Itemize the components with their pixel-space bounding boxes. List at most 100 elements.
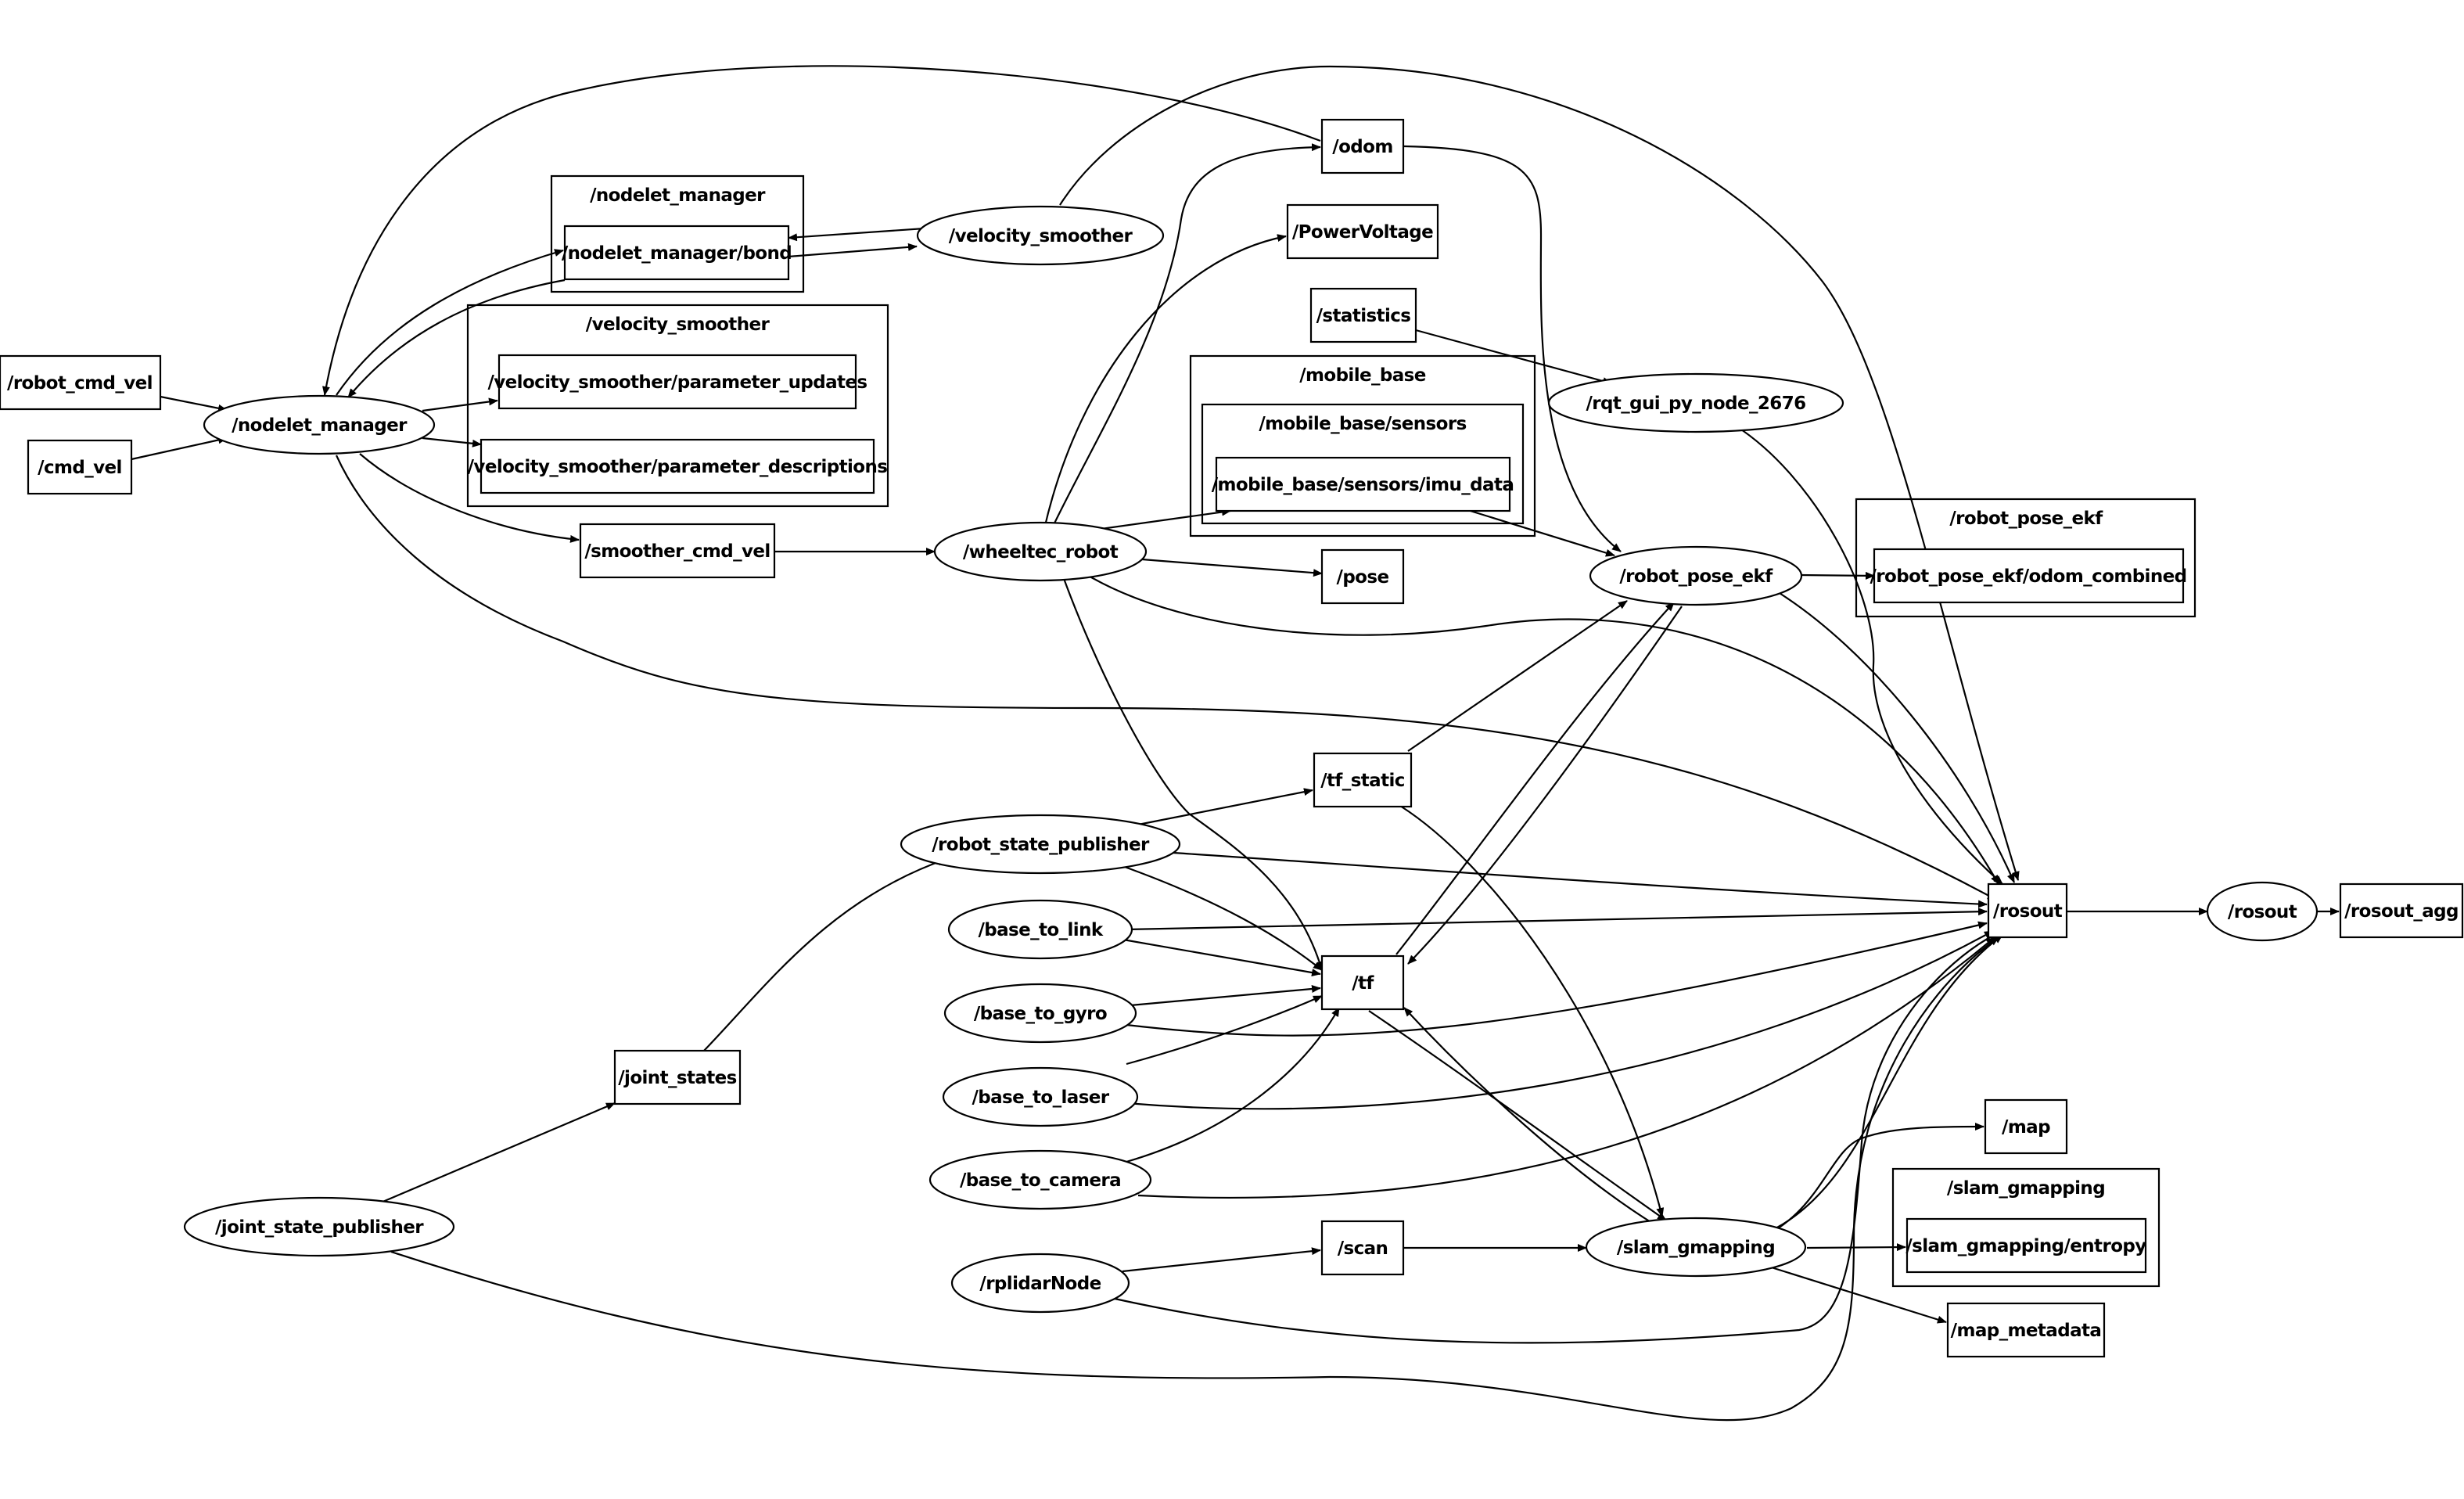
topic-rosout[interactable]: /rosout (1987, 883, 2068, 939)
edge-bond-to-velocity-smoother (788, 243, 918, 258)
edge-tf-static-to-robot-pose-ekf (1407, 600, 1628, 752)
node-rplidar-node[interactable]: /rplidarNode (950, 1253, 1130, 1314)
edge-base-to-camera-to-tf (1126, 1007, 1340, 1163)
edge-robot-state-publisher-to-rosout (1173, 851, 1988, 908)
node-rqt-gui-py-node[interactable]: /rqt_gui_py_node_2676 (1547, 372, 1844, 433)
node-base-to-laser[interactable]: /base_to_laser (942, 1066, 1139, 1127)
edge-robot-pose-ekf-to-odom-combined (1798, 571, 1875, 580)
edge-base-to-link-to-tf (1118, 937, 1321, 977)
cluster-velocity-smoother: /velocity_smoother (466, 304, 889, 508)
edge-tf-to-robot-pose-ekf (1395, 602, 1675, 955)
node-nodelet-manager-label: /nodelet_manager (232, 415, 408, 436)
node-rosout-label: /rosout (2228, 902, 2297, 922)
topic-tf-static-label: /tf_static (1320, 771, 1405, 791)
node-base-to-link-label: /base_to_link (978, 920, 1103, 940)
cluster-velocity-smoother-label: /velocity_smoother (586, 315, 770, 335)
node-robot-pose-ekf[interactable]: /robot_pose_ekf (1589, 545, 1803, 606)
edge-wheeltec-robot-to-powervoltage (1043, 234, 1287, 530)
edge-nodelet-manager-to-parameter-descriptions (422, 437, 482, 448)
node-nodelet-manager[interactable]: /nodelet_manager (203, 394, 436, 455)
edge-velocity-smoother-to-bond (788, 227, 925, 242)
node-velocity-smoother-label: /velocity_smoother (949, 226, 1133, 246)
node-velocity-smoother[interactable]: /velocity_smoother (916, 205, 1165, 266)
cluster-robot-pose-ekf: /robot_pose_ekf (1855, 498, 2196, 618)
edge-tf-to-slam-gmapping (1368, 1010, 1667, 1221)
cluster-nodelet-manager: /nodelet_manager (550, 174, 805, 293)
topic-slam-gmapping-entropy[interactable]: /slam_gmapping/entropy (1905, 1217, 2147, 1274)
node-base-to-gyro[interactable]: /base_to_gyro (943, 983, 1137, 1044)
node-joint-state-publisher[interactable]: /joint_state_publisher (183, 1196, 455, 1257)
topic-tf[interactable]: /tf (1320, 954, 1405, 1011)
edge-wheeltec-robot-to-rosout (1087, 574, 1999, 885)
edge-slam-gmapping-to-tf (1403, 1007, 1655, 1225)
edge-rplidar-node-to-rosout (1114, 932, 1999, 1344)
edge-wheeltec-robot-to-odom (1051, 143, 1321, 529)
edge-robot-pose-ekf-to-tf (1407, 606, 1683, 965)
topic-odom-combined-label: /robot_pose_ekf/odom_combined (1870, 566, 2187, 587)
topic-statistics-label: /statistics (1316, 306, 1411, 326)
edge-bond-to-nodelet-manager (347, 279, 566, 398)
edge-robot-pose-ekf-to-rosout (1775, 590, 2016, 883)
edge-wheeltec-robot-to-tf (1061, 573, 1324, 971)
topic-scan-label: /scan (1338, 1238, 1388, 1259)
topic-tf-static[interactable]: /tf_static (1313, 752, 1413, 808)
topic-powervoltage-label: /PowerVoltage (1292, 222, 1433, 243)
node-base-to-gyro-label: /base_to_gyro (974, 1004, 1107, 1024)
edge-rqt-to-rosout (1736, 426, 2003, 885)
edge-base-to-camera-to-rosout (1137, 936, 1995, 1199)
topic-map-metadata[interactable]: /map_metadata (1946, 1302, 2106, 1358)
edge-base-to-laser-to-tf (1126, 994, 1323, 1066)
topic-statistics[interactable]: /statistics (1309, 287, 1417, 343)
topic-scan[interactable]: /scan (1320, 1220, 1405, 1276)
edge-slam-gmapping-to-rosout (1775, 934, 2003, 1229)
edge-imu-data-to-robot-pose-ekf (1462, 507, 1615, 557)
node-rqt-gui-py-node-label: /rqt_gui_py_node_2676 (1586, 394, 1805, 414)
edge-slam-gmapping-to-map-metadata (1763, 1264, 1947, 1324)
topic-smoother-cmd-vel[interactable]: /smoother_cmd_vel (579, 523, 776, 579)
cluster-slam-gmapping-label: /slam_gmapping (1947, 1178, 2105, 1199)
edge-slam-gmapping-to-entropy (1806, 1243, 1906, 1252)
topic-nodelet-manager-bond[interactable]: /nodelet_manager/bond (562, 225, 792, 281)
edge-robot-state-publisher-to-tf-static (1133, 788, 1313, 827)
node-robot-state-publisher[interactable]: /robot_state_publisher (900, 814, 1181, 875)
edge-tf-static-to-slam-gmapping (1399, 805, 1665, 1217)
topic-map[interactable]: /map (1984, 1098, 2068, 1155)
topic-velocity-smoother-parameter-descriptions[interactable]: /velocity_smoother/parameter_description… (468, 438, 888, 494)
node-base-to-camera[interactable]: /base_to_camera (928, 1149, 1152, 1210)
node-robot-pose-ekf-label: /robot_pose_ekf (1619, 566, 1773, 587)
cluster-robot-pose-ekf-label: /robot_pose_ekf (1949, 509, 2103, 529)
edge-odom-to-robot-pose-ekf (1403, 145, 1622, 552)
topic-cmd-vel[interactable]: /cmd_vel (27, 439, 133, 495)
edge-base-to-laser-to-rosout (1126, 930, 1994, 1110)
clusters: /nodelet_manager /velocity_smoother /mob… (466, 174, 2196, 1288)
topic-robot-cmd-vel[interactable]: /robot_cmd_vel (0, 354, 162, 411)
node-rosout[interactable]: /rosout (2206, 881, 2319, 942)
node-base-to-camera-label: /base_to_camera (960, 1170, 1121, 1191)
topic-pose[interactable]: /pose (1320, 548, 1405, 605)
topic-imu-data-label: /mobile_base/sensors/imu_data (1212, 475, 1514, 495)
node-wheeltec-robot-label: /wheeltec_robot (963, 542, 1119, 563)
edge-base-to-link-to-rosout (1126, 908, 1988, 931)
topic-pose-label: /pose (1337, 567, 1389, 588)
edge-rplidar-node-to-scan (1122, 1247, 1321, 1273)
edge-nodelet-manager-to-parameter-updates (422, 397, 498, 412)
topic-robot-pose-ekf-odom-combined[interactable]: /robot_pose_ekf/odom_combined (1870, 548, 2187, 604)
topic-rosout-agg[interactable]: /rosout_agg (2339, 883, 2464, 939)
topic-cmd-vel-label: /cmd_vel (38, 458, 122, 478)
cluster-mobile-base: /mobile_base (1189, 354, 1536, 537)
topic-odom[interactable]: /odom (1320, 118, 1405, 174)
topic-joint-states[interactable]: /joint_states (613, 1049, 742, 1105)
node-slam-gmapping[interactable]: /slam_gmapping (1585, 1217, 1807, 1278)
edge-base-to-gyro-to-rosout (1126, 921, 1988, 1037)
node-wheeltec-robot[interactable]: /wheeltec_robot (933, 521, 1148, 582)
cluster-mobile-base-label: /mobile_base (1299, 365, 1426, 386)
cluster-slam-gmapping: /slam_gmapping (1891, 1167, 2160, 1288)
node-rplidar-node-label: /rplidarNode (979, 1274, 1101, 1294)
node-slam-gmapping-label: /slam_gmapping (1617, 1238, 1775, 1258)
topic-velocity-smoother-parameter-updates[interactable]: /velocity_smoother/parameter_updates (487, 354, 867, 410)
topic-powervoltage[interactable]: /PowerVoltage (1286, 203, 1439, 260)
edge-cmd-vel-to-nodelet-manager (131, 436, 228, 461)
topic-mobile-base-sensors-imu-data[interactable]: /mobile_base/sensors/imu_data (1212, 456, 1514, 512)
node-base-to-link[interactable]: /base_to_link (947, 899, 1133, 960)
